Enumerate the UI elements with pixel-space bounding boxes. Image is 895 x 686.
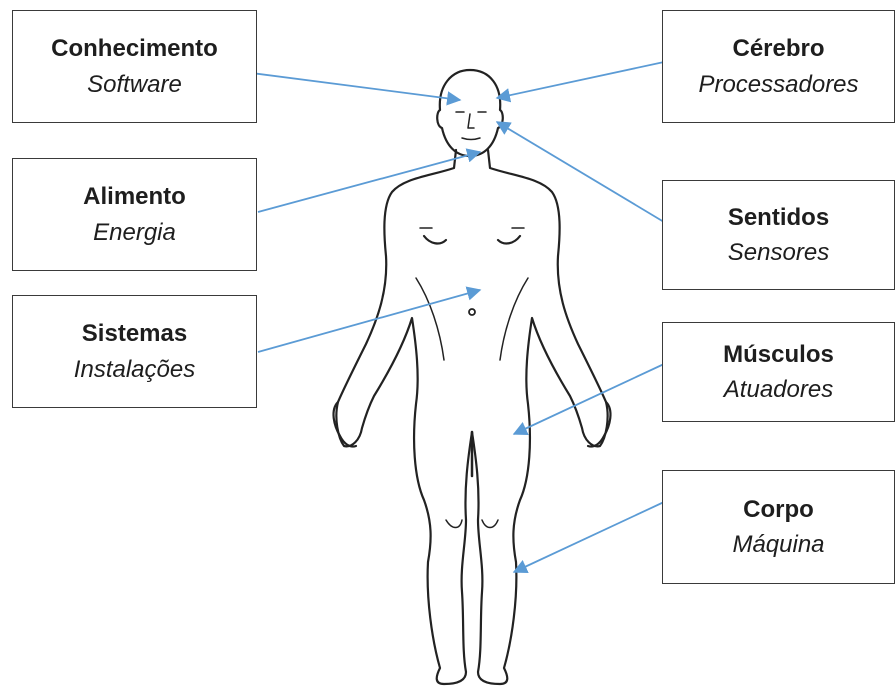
box-subtitle: Sensores [728, 237, 829, 268]
box-subtitle: Energia [93, 217, 176, 248]
box-sentidos: Sentidos Sensores [662, 180, 895, 290]
box-title: Corpo [743, 494, 814, 525]
box-title: Sentidos [728, 202, 829, 233]
box-sistemas: Sistemas Instalações [12, 295, 257, 408]
box-subtitle: Atuadores [724, 374, 833, 405]
box-corpo: Corpo Máquina [662, 470, 895, 584]
box-title: Sistemas [82, 318, 187, 349]
box-title: Cérebro [732, 33, 824, 64]
box-subtitle: Processadores [698, 69, 858, 100]
box-title: Conhecimento [51, 33, 218, 64]
box-conhecimento: Conhecimento Software [12, 10, 257, 123]
box-cerebro: Cérebro Processadores [662, 10, 895, 123]
box-alimento: Alimento Energia [12, 158, 257, 271]
box-subtitle: Software [87, 69, 182, 100]
box-subtitle: Instalações [74, 354, 195, 385]
box-subtitle: Máquina [732, 529, 824, 560]
box-title: Alimento [83, 181, 186, 212]
box-musculos: Músculos Atuadores [662, 322, 895, 422]
box-title: Músculos [723, 339, 834, 370]
